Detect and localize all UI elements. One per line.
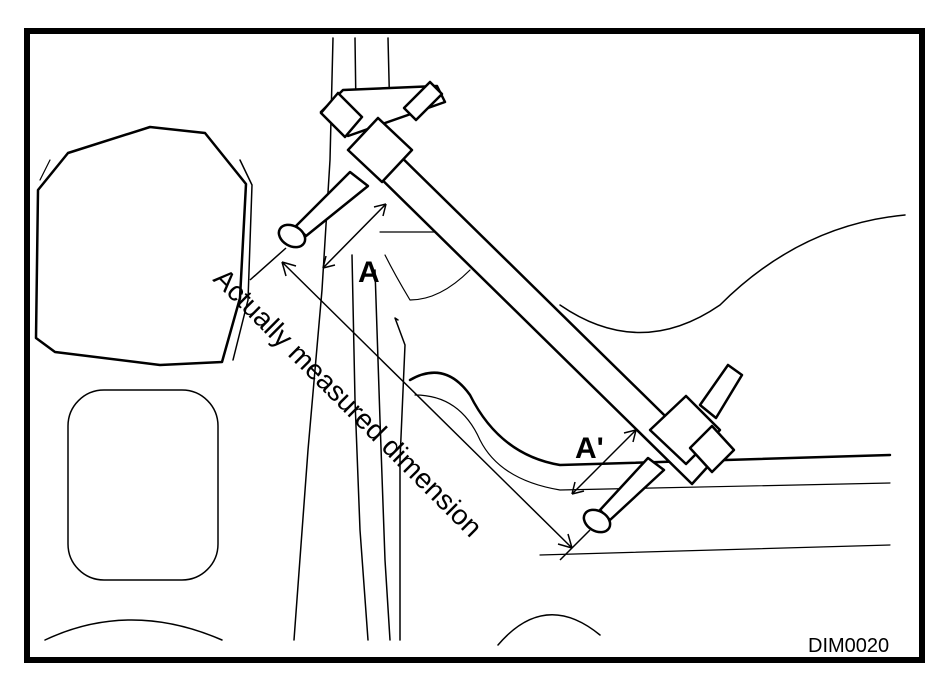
wavy-contour (559, 214, 906, 334)
upper-opening-outline (34, 125, 248, 367)
dimension-a-prime-line (571, 429, 637, 495)
upper-pointer-tip (277, 223, 307, 249)
dimension-lines (249, 203, 637, 561)
lower-pointer-tip (582, 508, 612, 534)
upper-opening-inner (232, 159, 253, 361)
background-body-lines (34, 37, 906, 646)
diagram-frame (24, 28, 925, 663)
door-edge-line (408, 371, 892, 467)
measured-dimension-line (281, 261, 573, 549)
upper-slider-block (346, 116, 414, 184)
dimension-a-line (322, 203, 387, 269)
label-a: A (358, 256, 380, 289)
pillar-line-4 (394, 317, 406, 641)
pillar-line-2 (351, 254, 369, 641)
lower-opening-outline (67, 389, 219, 581)
lower-rod (698, 363, 744, 420)
upper-pointer (294, 170, 370, 238)
tram-gauge-tool (277, 80, 744, 534)
upper-rod (402, 80, 444, 122)
diagram-code: DIM0020 (808, 635, 889, 657)
pillar-line-3 (374, 269, 391, 641)
label-a-prime: A' (575, 432, 604, 465)
